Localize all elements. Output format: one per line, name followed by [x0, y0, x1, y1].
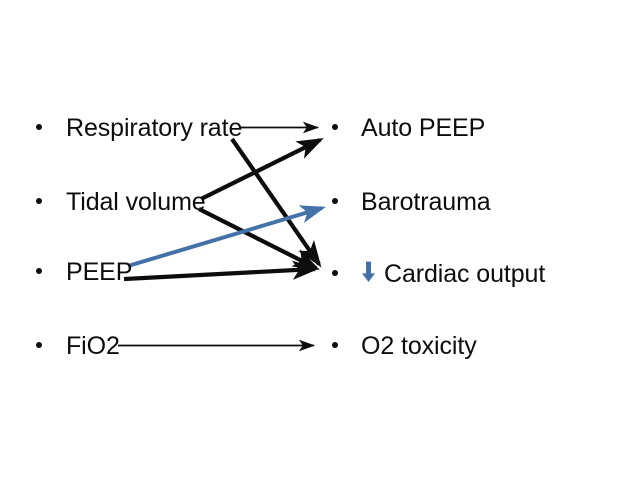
list-item-label: Cardiac output [384, 260, 546, 288]
bullet-icon [332, 342, 338, 348]
connector-respiratory-rate-to-cardiac-output [230, 137, 322, 268]
bullet-icon [36, 198, 42, 204]
list-item-barotrauma: Barotrauma [332, 190, 491, 215]
list-item-label: Tidal volume [66, 188, 206, 216]
bullet-icon [332, 124, 338, 130]
connector-peep-to-cardiac-output [123, 260, 320, 282]
bullet-icon [36, 124, 42, 130]
list-item-cardiac-output: Cardiac output [332, 260, 545, 287]
list-item-label: PEEP [66, 258, 133, 286]
list-item-auto-peep: Auto PEEP [332, 116, 485, 141]
bullet-icon [332, 198, 338, 204]
connector-tidal-volume-to-auto-peep [200, 138, 324, 201]
down-arrow-icon [361, 261, 376, 288]
list-item-respiratory-rate: Respiratory rate [36, 116, 242, 141]
list-item-label: FiO2 [66, 332, 120, 360]
list-item-fio2: FiO2 [36, 334, 120, 359]
bullet-icon [36, 342, 42, 348]
bullet-icon [36, 268, 42, 274]
list-item-label: O2 toxicity [361, 332, 477, 360]
list-item-o2-toxicity: O2 toxicity [332, 334, 477, 359]
list-item-label: Barotrauma [361, 188, 491, 216]
list-item-label-wrapper: Cardiac output [361, 260, 545, 287]
connector-peep-to-barotrauma [127, 205, 326, 268]
list-item-label: Auto PEEP [361, 114, 486, 142]
list-item-peep: PEEP [36, 260, 132, 285]
list-item-label: Respiratory rate [66, 114, 243, 142]
bullet-icon [332, 270, 338, 276]
connector-tidal-volume-to-cardiac-output [198, 207, 320, 270]
list-item-tidal-volume: Tidal volume [36, 190, 206, 215]
